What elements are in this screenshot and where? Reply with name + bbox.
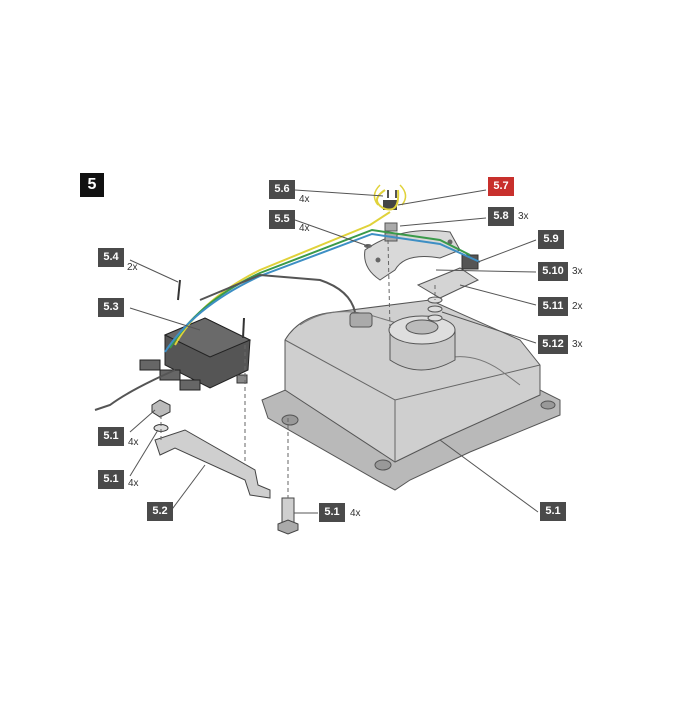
screws	[177, 279, 245, 339]
callout-5-2: 5.2	[147, 502, 173, 521]
bolt	[277, 497, 299, 535]
callout-5-10: 5.10	[538, 262, 568, 281]
callout-5-6-qty: 4x	[299, 194, 310, 205]
callout-5-7: 5.7	[488, 177, 514, 196]
callout-5-1-bolt-qty: 4x	[350, 508, 361, 519]
callout-5-8: 5.8	[488, 207, 514, 226]
callout-5-5-qty: 4x	[299, 223, 310, 234]
assembly-guides	[160, 239, 436, 498]
wiring	[94, 189, 481, 411]
callout-5-6: 5.6	[269, 180, 295, 199]
callout-5-5: 5.5	[269, 210, 295, 229]
callout-5-1-nut: 5.1	[98, 427, 124, 446]
callout-5-1-nut-qty: 4x	[128, 437, 139, 448]
callout-5-1-washer-qty: 4x	[128, 478, 139, 489]
callout-5-11-qty: 2x	[572, 301, 583, 312]
bracket	[154, 429, 271, 499]
callout-5-3: 5.3	[98, 298, 124, 317]
leader-lines	[129, 189, 539, 514]
washer-stack	[427, 296, 443, 322]
callout-5-4: 5.4	[98, 248, 124, 267]
callout-5-8-qty: 3x	[518, 211, 529, 222]
callout-5-1-bolt: 5.1	[319, 503, 345, 522]
callout-5-11: 5.11	[538, 297, 568, 316]
callout-5-9: 5.9	[538, 230, 564, 249]
callout-5-1-housing: 5.1	[540, 502, 566, 521]
step-number: 5	[80, 173, 104, 197]
callout-5-12: 5.12	[538, 335, 568, 354]
callout-5-4-qty: 2x	[127, 262, 138, 273]
callout-5-1-washer: 5.1	[98, 470, 124, 489]
motor-housing	[261, 299, 561, 491]
callout-5-10-qty: 3x	[572, 266, 583, 277]
callout-5-12-qty: 3x	[572, 339, 583, 350]
motor-cap	[349, 312, 456, 371]
